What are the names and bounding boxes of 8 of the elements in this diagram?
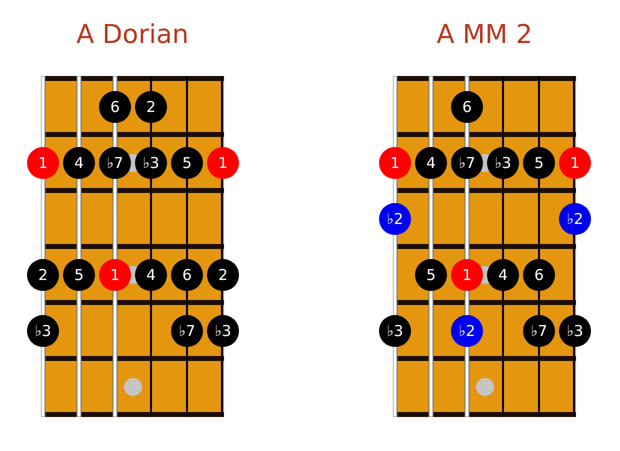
note-dot: ♭3: [27, 314, 59, 346]
scale-title: A Dorian: [76, 20, 189, 50]
note-dot: 1: [379, 146, 411, 178]
note-dot: 1: [27, 146, 59, 178]
scale-title: A MM 2: [436, 20, 532, 50]
note-dot: 2: [27, 258, 59, 290]
note-dot: ♭3: [379, 314, 411, 346]
note-dot: ♭2: [379, 202, 411, 234]
